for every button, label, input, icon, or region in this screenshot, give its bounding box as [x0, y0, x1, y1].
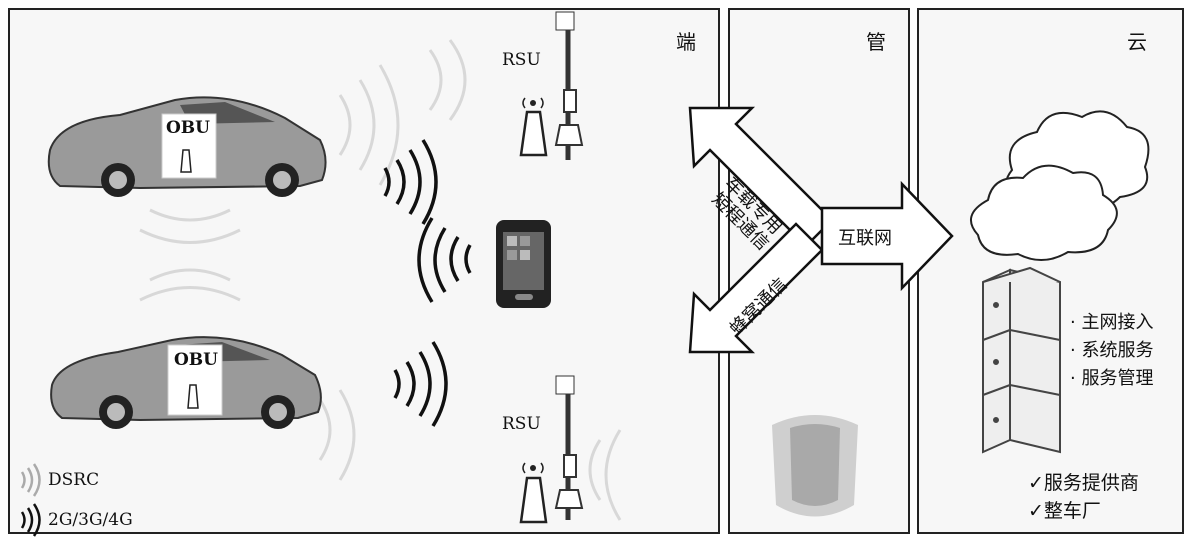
- provider-text: 整车厂: [1043, 500, 1101, 522]
- server-icon: [982, 266, 1061, 454]
- cloud-panel-title: 云: [1127, 30, 1147, 54]
- end-panel: [8, 8, 720, 534]
- cloud-service-text: 系统服务: [1081, 340, 1154, 361]
- check-icon: ✓: [1028, 472, 1044, 494]
- end-panel-title: 端: [676, 30, 696, 54]
- obu-label-bottom: OBU: [174, 350, 219, 370]
- cloud-service-text: 主网接入: [1081, 312, 1154, 333]
- obu-label-top: OBU: [166, 118, 211, 138]
- background-signal-arcs: [139, 39, 622, 521]
- vehicle-top: [47, 96, 327, 197]
- legend-glyphs: [20, 463, 41, 537]
- legend-dsrc: DSRC: [48, 470, 100, 490]
- provider-text: 服务提供商: [1043, 472, 1139, 494]
- pipe-graphic: [772, 415, 858, 517]
- cellular-arrow: [688, 222, 824, 354]
- cellular-signal-arcs: [383, 139, 472, 427]
- provider-item: ✓服务提供商: [1028, 468, 1139, 495]
- legend-cellular: 2G/3G/4G: [48, 510, 133, 530]
- cloud-service-item: · 系统服务: [1070, 340, 1154, 361]
- internet-arrow: [820, 180, 954, 292]
- rsu-label-bottom: RSU: [502, 414, 541, 434]
- cloud-panel: [917, 8, 1184, 534]
- pipe-panel-title: 管: [866, 30, 886, 54]
- cloud-service-text: 服务管理: [1081, 368, 1154, 389]
- cloud-icon: [969, 110, 1150, 261]
- dsrc-arrow: [688, 106, 834, 248]
- cloud-service-item: · 主网接入: [1070, 312, 1154, 333]
- cloud-service-item: · 服务管理: [1070, 368, 1154, 389]
- provider-item: ✓整车厂: [1028, 496, 1101, 523]
- vehicle-bottom: [50, 336, 322, 429]
- smartphone: [496, 220, 551, 308]
- rsu-top-station: [519, 11, 584, 160]
- rsu-bottom-station: [519, 375, 584, 524]
- check-icon: ✓: [1028, 500, 1044, 522]
- internet-arrow-label: 互联网: [838, 228, 892, 249]
- rsu-label-top: RSU: [502, 50, 541, 70]
